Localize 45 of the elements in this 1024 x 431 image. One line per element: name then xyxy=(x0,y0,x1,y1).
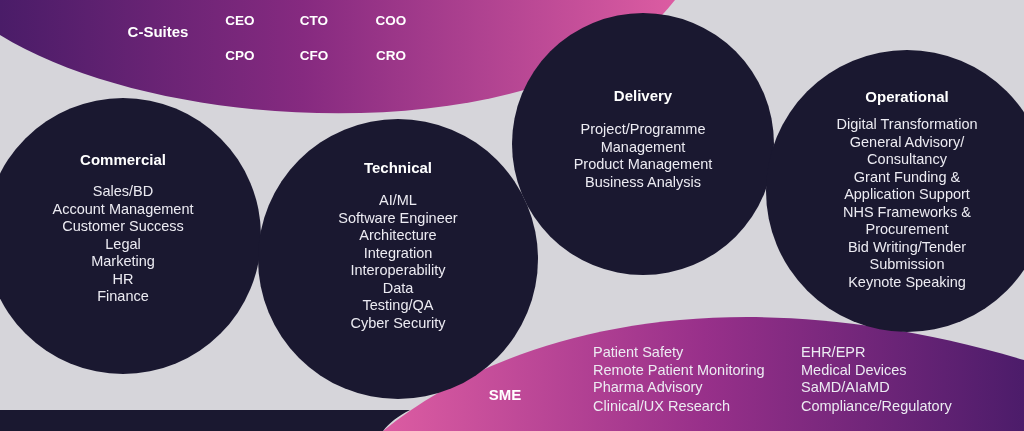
skill-item: Sales/BD xyxy=(92,183,154,201)
bottom-band xyxy=(0,410,410,431)
skill-item: Software Engineer xyxy=(338,209,458,228)
skill-item: Account Management xyxy=(52,200,194,219)
skill-item: Architecture xyxy=(359,227,437,245)
skill-item: NHS Frameworks & Procurement xyxy=(841,203,973,239)
category-heading: Commercial xyxy=(80,151,166,169)
skill-item: AI/ML xyxy=(379,192,417,210)
skill-item: Project/Programme Management xyxy=(579,121,707,157)
skill-item: Keynote Speaking xyxy=(848,273,966,292)
skill-item: Finance xyxy=(97,288,149,306)
category-heading: Technical xyxy=(363,159,433,177)
role-label: CEO xyxy=(225,13,255,29)
skill-item: Digital Transformation xyxy=(836,116,978,134)
role-label: CFO xyxy=(299,48,329,64)
skill-item: Integration xyxy=(363,244,433,263)
skill-item: Product Management xyxy=(573,156,713,174)
skill-item: Legal xyxy=(105,235,141,254)
role-label: CTO xyxy=(299,13,329,29)
skill-item: Interoperability xyxy=(350,262,446,280)
category-heading: Delivery xyxy=(613,87,673,105)
skill-item: Compliance/Regulatory xyxy=(801,398,952,416)
skill-item: HR xyxy=(112,270,134,289)
band-heading: SME xyxy=(488,386,522,404)
skill-item: Data xyxy=(382,279,414,298)
skill-item: Cyber Security xyxy=(350,314,446,333)
skill-item: Marketing xyxy=(91,253,155,271)
role-label: CRO xyxy=(376,48,406,64)
skill-item: Bid Writing/Tender Submission xyxy=(846,238,968,274)
category-heading: Operational xyxy=(865,88,949,106)
skill-item: Business Analysis xyxy=(584,173,702,192)
band-heading: C-Suites xyxy=(127,23,189,41)
skill-item: Medical Devices xyxy=(801,362,907,380)
role-label: CPO xyxy=(225,48,255,64)
skill-item: SaMD/AIaMD xyxy=(801,379,890,397)
skill-item: Grant Funding & Application Support xyxy=(843,168,971,204)
skill-item: Remote Patient Monitoring xyxy=(593,362,765,380)
skill-item: Pharma Advisory xyxy=(593,379,703,397)
skill-item: EHR/EPR xyxy=(801,344,866,362)
skill-item: Customer Success xyxy=(62,218,184,236)
skill-item: General Advisory/ Consultancy xyxy=(848,133,966,169)
role-label: COO xyxy=(375,13,407,29)
skill-item: Patient Safety xyxy=(593,344,684,362)
skill-item: Clinical/UX Research xyxy=(593,398,730,416)
skill-item: Testing/QA xyxy=(362,297,434,315)
